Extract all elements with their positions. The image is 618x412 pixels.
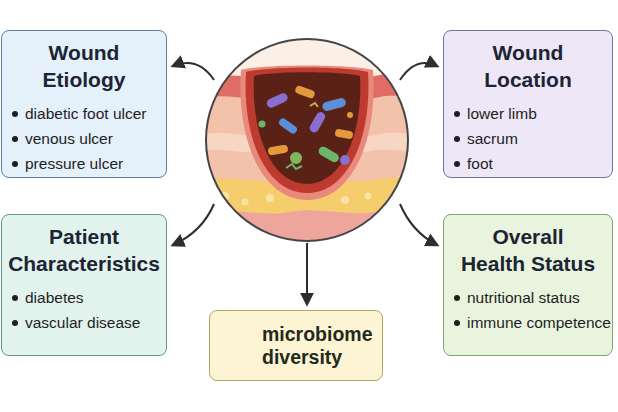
bacteria: [294, 85, 316, 99]
fat-cells: [341, 196, 349, 204]
wound-outer-rim: [240, 66, 373, 201]
bacteria: [265, 92, 289, 109]
bullet-item: venous ulcer: [11, 126, 166, 151]
skin-surface: [200, 35, 415, 245]
illustration-outline: [206, 39, 408, 241]
box-heading: Patient Characteristics: [4, 224, 164, 278]
bullet-item: immune competence: [453, 310, 612, 335]
bullet-list: diabetesvascular disease: [2, 285, 166, 335]
fat-cells: [242, 199, 249, 206]
leader-arrows: [173, 63, 214, 80]
box-heading: Overall Health Status: [459, 224, 597, 278]
bacteria: [267, 144, 288, 155]
box-heading: Wound Etiology: [29, 40, 139, 94]
bacteria: [290, 152, 302, 164]
bacteria: [259, 121, 266, 128]
bacteria: [317, 145, 341, 164]
bullet-list: nutritional statusimmune competence: [444, 285, 612, 335]
wound-bed: [254, 72, 361, 184]
category-box: Wound Location lower limbsacrumfoot: [443, 30, 613, 178]
box-heading: Wound Location: [473, 40, 583, 94]
bullet-item: vascular disease: [11, 310, 166, 335]
fat-cells: [266, 194, 274, 202]
leader-arrows: [173, 204, 214, 245]
leader-arrows: [400, 204, 437, 245]
subcutis-layer: [200, 210, 415, 245]
category-box: Patient Characteristics diabetesvascular …: [1, 214, 167, 356]
category-box: Wound Etiology diabetic foot ulcervenous …: [1, 30, 167, 178]
bacteria: [308, 110, 327, 134]
bullet-item: nutritional status: [453, 285, 612, 310]
wound-illustration: [200, 35, 415, 245]
leader-arrows: [400, 63, 437, 80]
bacteria: [259, 85, 354, 169]
category-box: Overall Health Status nutritional statusi…: [443, 214, 613, 356]
wound-rim: [246, 68, 369, 194]
leader-arrows: [173, 63, 437, 304]
bullet-item: pressure ulcer: [11, 151, 166, 176]
outcome-label: microbiome diversity: [262, 323, 378, 368]
bullet-item: diabetic foot ulcer: [11, 101, 166, 126]
bullet-list: lower limbsacrumfoot: [444, 101, 612, 176]
bacteria: [347, 112, 353, 118]
bullet-item: sacrum: [453, 126, 612, 151]
bacteria: [278, 117, 299, 135]
bacteria: [286, 164, 302, 169]
bacteria: [310, 103, 318, 107]
outcome-box: microbiome diversity: [209, 310, 383, 381]
bacteria: [340, 155, 350, 165]
leader-arrows: [306, 243, 308, 304]
bullet-item: diabetes: [11, 285, 166, 310]
bacteria: [334, 128, 353, 139]
bullet-item: foot: [453, 151, 612, 176]
bullet-list: diabetic foot ulcervenous ulcerpressure …: [2, 101, 166, 176]
bullet-item: lower limb: [453, 101, 612, 126]
fat-cells: [365, 193, 372, 200]
bacteria: [321, 97, 347, 112]
